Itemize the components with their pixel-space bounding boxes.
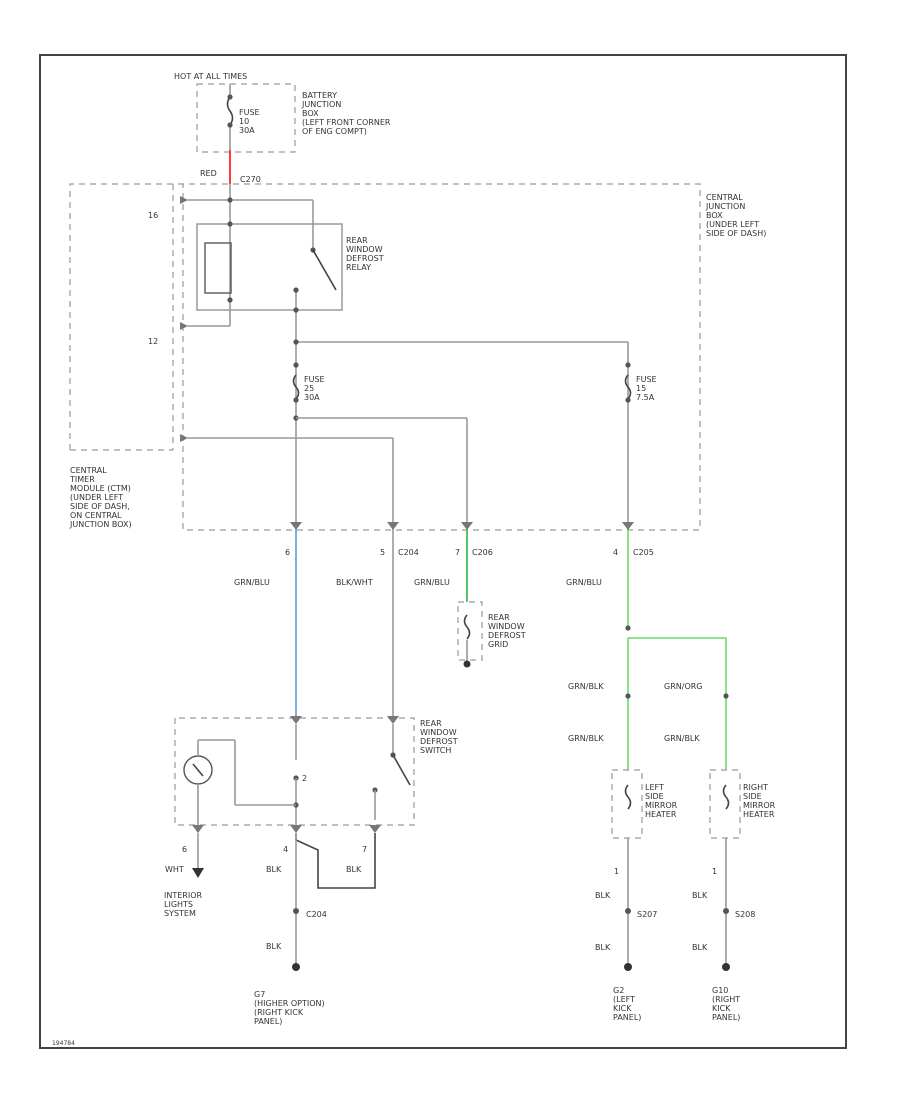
s207-label: S207 [637, 910, 657, 919]
pin-6-label: 6 [285, 548, 290, 557]
pin-12-label: 12 [148, 337, 158, 346]
switch-pin-4: 4 [283, 845, 288, 854]
c204-pin5-label: C204 [398, 548, 419, 557]
switch-pin-2: 2 [302, 774, 307, 783]
battery-junction-box [196, 83, 296, 153]
red-wire-label: RED [200, 169, 217, 178]
rear-window-defrost-grid [457, 601, 483, 661]
pin-7-label: 7 [455, 548, 460, 557]
grn-org-label: GRN/ORG [664, 682, 703, 691]
central-junction-box [69, 183, 701, 531]
c204-label: C204 [306, 910, 327, 919]
switch-pin-7: 7 [362, 845, 367, 854]
c206-label: C206 [472, 548, 493, 557]
pin-4-label: 4 [613, 548, 618, 557]
hot-at-all-times-label: HOT AT ALL TIMES [174, 72, 247, 81]
blk-label-7: BLK [692, 943, 708, 952]
ground-g10 [722, 963, 730, 971]
grid-ground [463, 660, 471, 668]
blk-label-3: BLK [266, 942, 282, 951]
switch-pin-6: 6 [182, 845, 187, 854]
pin-16-label: 16 [148, 211, 158, 220]
grn-blu-label-3: GRN/BLU [566, 578, 602, 587]
left-mirror-pin: 1 [614, 867, 619, 876]
left-side-mirror-heater [611, 769, 643, 839]
blk-label-1: BLK [266, 865, 282, 874]
interior-lights-arrow [192, 868, 204, 878]
grn-blk-label-1: GRN/BLK [568, 682, 604, 691]
blk-label-6: BLK [595, 943, 611, 952]
fuse-25 [292, 374, 300, 400]
grn-blk-label-3: GRN/BLK [664, 734, 700, 743]
s208-label: S208 [735, 910, 755, 919]
right-side-mirror-heater [709, 769, 741, 839]
blk-jumper-wire [295, 833, 376, 889]
grn-blu-label-1: GRN/BLU [234, 578, 270, 587]
wht-label: WHT [165, 865, 184, 874]
c270-label: C270 [240, 175, 261, 184]
grn-blu-label-2: GRN/BLU [414, 578, 450, 587]
mirror-branch-wire [628, 637, 727, 770]
c205-label: C205 [633, 548, 654, 557]
rear-window-defrost-switch [174, 717, 415, 826]
ground-g2 [624, 963, 632, 971]
figure-id: 194784 [52, 1040, 75, 1047]
pin-5-label: 5 [380, 548, 385, 557]
bjb-fuse [226, 96, 234, 126]
grn-blk-label-2: GRN/BLK [568, 734, 604, 743]
relay-coil [204, 242, 232, 294]
ground-g7 [292, 963, 300, 971]
rear-window-defrost-relay [196, 223, 343, 311]
blk-label-4: BLK [595, 891, 611, 900]
blk-label-2: BLK [346, 865, 362, 874]
fuse-15 [624, 374, 632, 400]
diagram-border [39, 54, 847, 1049]
blk-label-5: BLK [692, 891, 708, 900]
right-mirror-pin: 1 [712, 867, 717, 876]
blk-wht-label: BLK/WHT [336, 578, 373, 587]
